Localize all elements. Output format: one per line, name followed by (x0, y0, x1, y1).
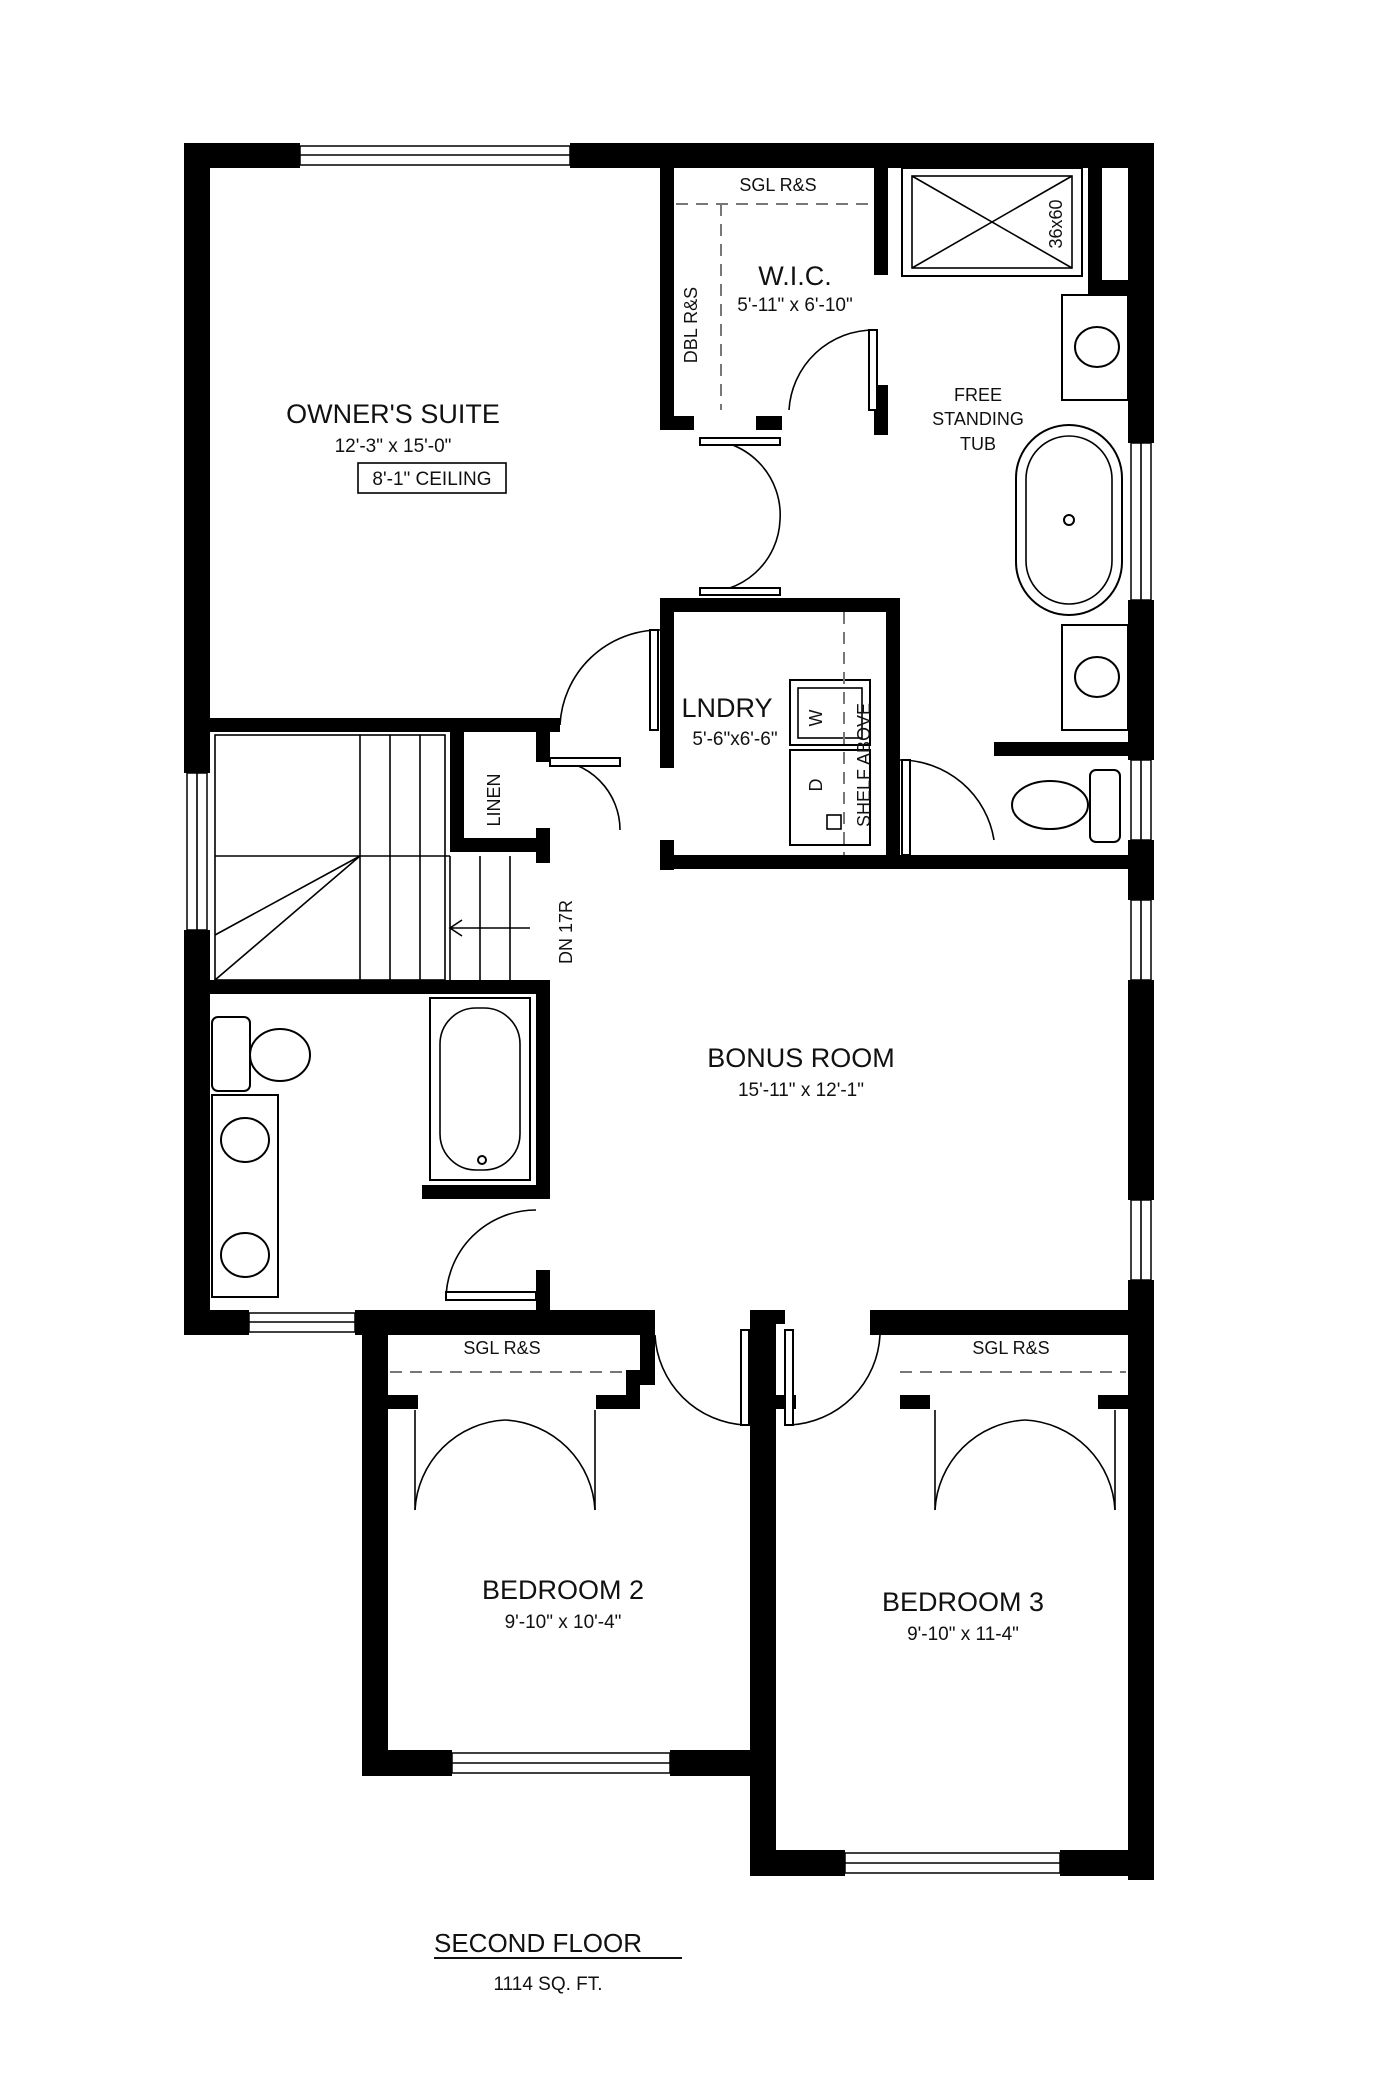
tub-note-line1: FREE (954, 385, 1002, 405)
owners-suite-ceiling: 8'-1" CEILING (372, 469, 491, 490)
doors (414, 329, 1116, 1511)
linen-label: LINEN (484, 773, 504, 826)
bedroom3-rod-note: SGL R&S (972, 1338, 1049, 1358)
bonus-room-name: BONUS ROOM (707, 1043, 895, 1073)
wic-size: 5'-11" x 6'-10" (737, 295, 852, 316)
bonus-room-size: 15'-11" x 12'-1" (738, 1080, 864, 1101)
owners-suite-size: 12'-3" x 15'-0" (335, 436, 452, 457)
plan-footer: SECOND FLOOR 1114 SQ. FT. (434, 1928, 682, 1995)
floor-area: 1114 SQ. FT. (493, 1974, 602, 1995)
bedroom2-name: BEDROOM 2 (482, 1575, 644, 1605)
bedroom2-rod-note: SGL R&S (463, 1338, 540, 1358)
tub-note-line2: STANDING (932, 409, 1024, 429)
bedroom3-name: BEDROOM 3 (882, 1587, 1044, 1617)
closet-shelves (390, 203, 1126, 1373)
dbl-rod-note: DBL R&S (681, 287, 701, 363)
staircase (214, 734, 530, 981)
owners-suite-name: OWNER'S SUITE (286, 399, 500, 429)
windows (186, 145, 1152, 1874)
floor-title: SECOND FLOOR (434, 1928, 642, 1958)
room-labels: OWNER'S SUITE 12'-3" x 15'-0" 8'-1" CEIL… (286, 175, 1066, 1645)
ceiling-box (357, 462, 507, 494)
stairs-note: DN 17R (556, 900, 576, 964)
wic-name: W.I.C. (758, 261, 832, 291)
shelf-note: SHELF ABOVE (854, 703, 874, 827)
dryer-label: D (806, 779, 826, 792)
interior-walls (210, 165, 1154, 1409)
laundry-name: LNDRY (681, 693, 772, 723)
wic-rod-note: SGL R&S (739, 175, 816, 195)
fixtures (211, 167, 1129, 1298)
tub-note-line3: TUB (960, 434, 996, 454)
washer-label: W (806, 710, 826, 727)
bedroom2-size: 9'-10" x 10'-4" (505, 1612, 622, 1633)
bedroom3-size: 9'-10" x 11-4" (907, 1624, 1019, 1645)
laundry-size: 5'-6"x6'-6" (692, 729, 777, 750)
exterior-walls (184, 143, 1154, 1880)
shower-size: 36x60 (1046, 199, 1066, 248)
